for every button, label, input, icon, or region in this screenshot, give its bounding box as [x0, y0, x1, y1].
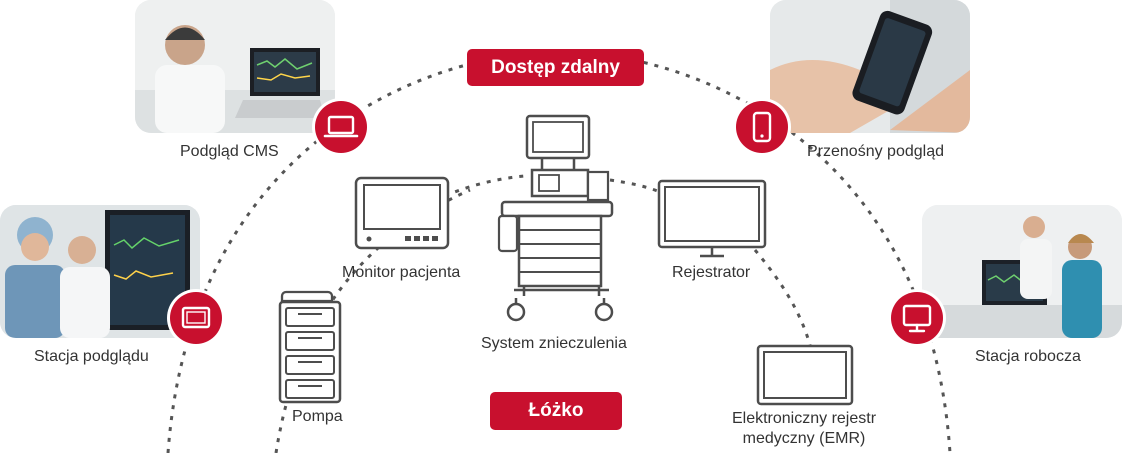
mobile-view-label: Przenośny podgląd	[807, 143, 944, 160]
pump-label: Pompa	[292, 408, 343, 425]
anesthesia-system-device	[497, 114, 614, 322]
recorder-device	[657, 179, 767, 258]
patient-monitor-device	[354, 176, 450, 250]
workstation-photo	[922, 205, 1122, 338]
emr-label-line2: medyczny (EMR)	[742, 430, 866, 447]
workstation-label: Stacja robocza	[975, 348, 1081, 365]
cms-photo	[135, 0, 335, 133]
desktop-icon	[891, 292, 943, 344]
remote-access-pill: Dostęp zdalny	[467, 49, 644, 86]
link-recorder-emr	[753, 249, 812, 346]
laptop-icon	[315, 101, 367, 153]
cms-view-label: Podgląd CMS	[180, 143, 279, 160]
bed-pill: Łóżko	[490, 392, 622, 430]
monitor-icon	[170, 292, 222, 344]
emr-device	[756, 344, 854, 406]
anesthesia-system-label: System znieczulenia	[481, 335, 627, 352]
recorder-label: Rejestrator	[672, 264, 751, 281]
viewing-station-photo	[0, 205, 200, 338]
emr-label-line1: Elektroniczny rejestr	[731, 410, 877, 427]
smartphone-icon	[736, 101, 788, 153]
link-anesthesia-recorder	[609, 178, 661, 194]
pump-device	[278, 290, 342, 404]
mobile-photo	[770, 0, 970, 133]
patient-monitor-label: Monitor pacjenta	[342, 264, 461, 281]
viewing-station-label: Stacja podglądu	[34, 348, 149, 365]
